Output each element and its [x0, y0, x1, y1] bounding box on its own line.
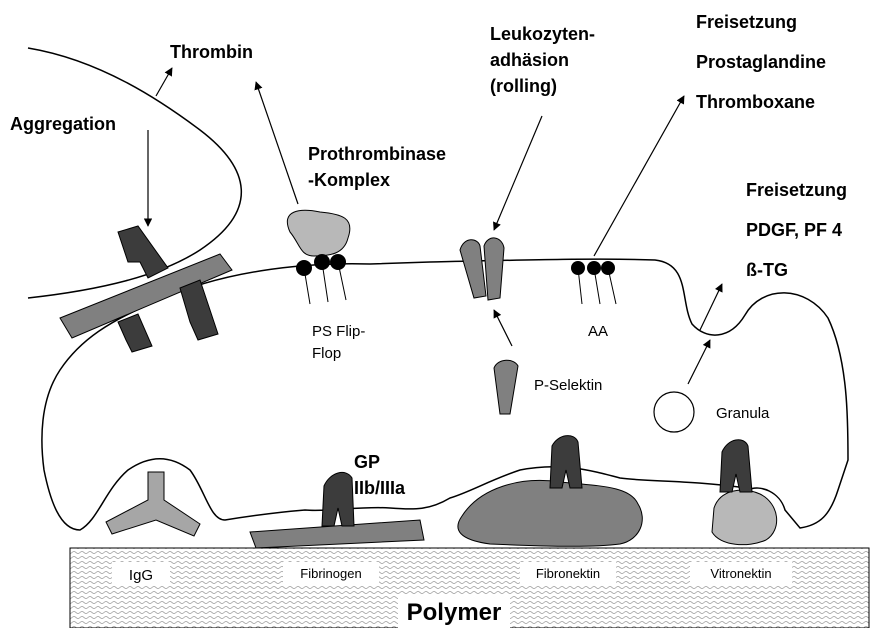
btg-label: ß-TG — [746, 260, 788, 280]
granula-vesicle — [654, 392, 694, 432]
thromboxane-label: Thromboxane — [696, 92, 815, 112]
p-selectin-granule — [494, 360, 518, 414]
fibronektin-receptor — [550, 436, 582, 488]
ps-flip-flop-label-line2: Flop — [312, 345, 341, 362]
release-label-2: Freisetzung — [746, 180, 847, 200]
fibronektin-molecule — [458, 480, 642, 546]
leukocyte-label-line3: (rolling) — [490, 76, 557, 96]
polymer-label: Polymer — [407, 599, 502, 626]
prostaglandine-label: Prostaglandine — [696, 52, 826, 72]
prothrombinase-complex-shape — [287, 210, 350, 256]
release-label-1: Freisetzung — [696, 12, 797, 32]
polymer-layer: Polymer — [70, 548, 869, 628]
igg-label: IgG — [129, 567, 153, 584]
gp-label-line2: IIb/IIIa — [354, 478, 406, 498]
aggregation-label: Aggregation — [10, 114, 116, 134]
ps-flip-flop-label-line1: PS Flip- — [312, 323, 365, 340]
aa-lipids — [571, 261, 616, 304]
leukocyte-label-line2: adhäsion — [490, 50, 569, 70]
fibrinogen-label: Fibrinogen — [300, 566, 361, 581]
vitronektin-receptor — [720, 440, 752, 492]
aa-label: AA — [588, 323, 608, 340]
leukocyte-label-line1: Leukozyten- — [490, 24, 595, 44]
gp-label-line1: GP — [354, 452, 380, 472]
p-selectin-membrane — [460, 238, 504, 300]
p-selektin-label: P-Selektin — [534, 377, 602, 394]
vitronektin-molecule — [712, 490, 777, 545]
fibrinogen-molecule — [250, 520, 424, 548]
prothrombinase-label-line1: Prothrombinase — [308, 144, 446, 164]
gpiib-iiia-receptor — [322, 472, 354, 526]
prothrombinase-label-line2: -Komplex — [308, 170, 390, 190]
arrows — [148, 68, 722, 384]
ps-lipids — [296, 254, 346, 304]
granula-label: Granula — [716, 405, 770, 422]
pdgf-label: PDGF, PF 4 — [746, 220, 842, 240]
vitronektin-label: Vitronektin — [710, 566, 771, 581]
igg-molecule — [106, 472, 200, 536]
thrombin-label: Thrombin — [170, 42, 253, 62]
fibronektin-label: Fibronektin — [536, 566, 600, 581]
